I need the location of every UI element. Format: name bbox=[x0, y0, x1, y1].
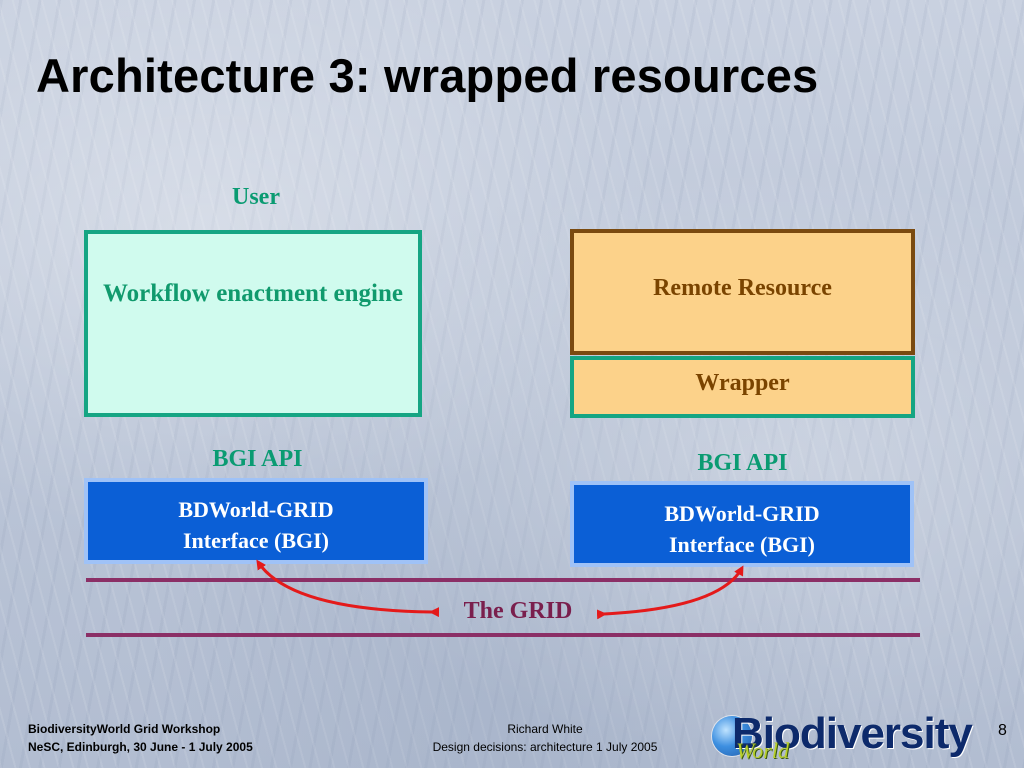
bgi-api-label-right: BGI API bbox=[697, 450, 788, 476]
grid-label: The GRID bbox=[463, 598, 573, 624]
bgi-right-line1: BDWorld-GRID bbox=[664, 501, 820, 526]
footer-left-line2: NeSC, Edinburgh, 30 June - 1 July 2005 bbox=[28, 740, 253, 754]
bgi-api-label-left: BGI API bbox=[212, 446, 303, 472]
footer-author-info: Richard White Design decisions: architec… bbox=[400, 720, 690, 756]
logo-subtext: World bbox=[736, 738, 789, 763]
biodiversity-world-logo: Biodiversity World bbox=[710, 708, 980, 764]
bgi-interface-box-right: BDWorld-GRID Interface (BGI) bbox=[570, 481, 914, 567]
grid-arrow-left bbox=[256, 559, 440, 618]
user-label: User bbox=[232, 184, 280, 210]
remote-resource-box: Remote Resource bbox=[570, 229, 915, 355]
wrapper-box: Wrapper bbox=[570, 356, 915, 418]
bgi-interface-box-left: BDWorld-GRID Interface (BGI) bbox=[84, 478, 428, 564]
bgi-left-line1: BDWorld-GRID bbox=[178, 497, 334, 522]
footer-center-line2: Design decisions: architecture 1 July 20… bbox=[432, 740, 658, 754]
globe-icon bbox=[712, 716, 752, 756]
footer-center-line1: Richard White bbox=[507, 722, 583, 736]
footer-left-line1: BiodiversityWorld Grid Workshop bbox=[28, 722, 221, 736]
page-number: 8 bbox=[998, 722, 1007, 739]
workflow-engine-box: Workflow enactment engine bbox=[84, 230, 422, 417]
bgi-left-line2: Interface (BGI) bbox=[182, 528, 329, 553]
logo-text: Biodiversity bbox=[732, 709, 973, 758]
slide-title: Architecture 3: wrapped resources bbox=[36, 49, 819, 102]
footer-workshop-info: BiodiversityWorld Grid Workshop NeSC, Ed… bbox=[28, 720, 253, 756]
grid-arrow-right bbox=[596, 565, 744, 620]
bgi-right-line2: Interface (BGI) bbox=[668, 532, 815, 557]
